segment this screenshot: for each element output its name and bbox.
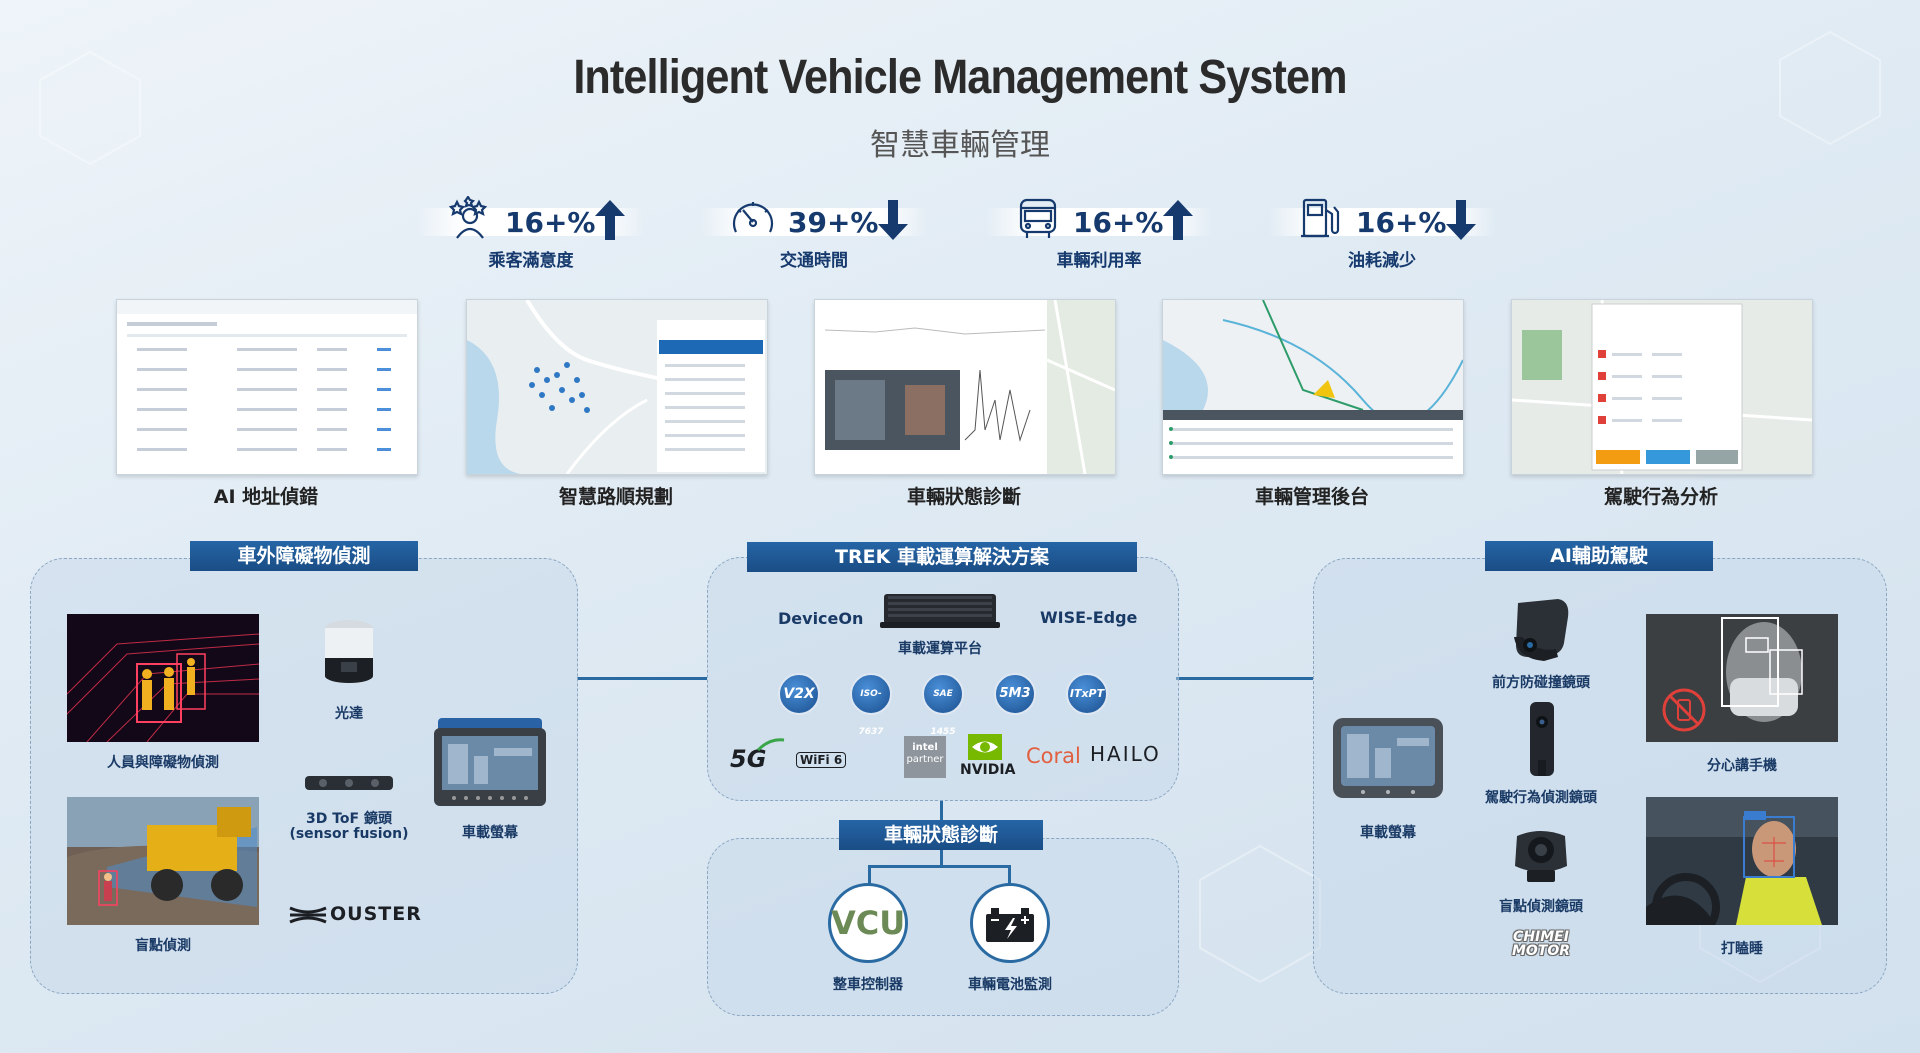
panel-title: AI輔助駕駛 xyxy=(1485,541,1713,571)
diag-tree-stem xyxy=(940,850,943,866)
badge-iso7637: ISO-7637 xyxy=(850,673,892,737)
stat-label: 車輛利用率 xyxy=(1056,251,1142,271)
blind-spot-image xyxy=(67,797,259,925)
wifi6-logo: WiFi 6 xyxy=(796,752,847,768)
badge-sae1455: SAE 1455 xyxy=(922,673,964,737)
vcu-text: VCU xyxy=(831,904,906,942)
badge-itxpt: ITxPT xyxy=(1066,673,1108,715)
label-battery: 車輛電池監測 xyxy=(968,977,1052,993)
coral-logo: Coral xyxy=(1026,744,1081,768)
front-camera-image xyxy=(1514,599,1569,661)
label-lidar: 光達 xyxy=(335,706,363,722)
intel-partner-logo: intel partner xyxy=(904,736,946,778)
page-title: Intelligent Vehicle Management System xyxy=(573,51,1347,104)
label-ai-monitor: 車載螢幕 xyxy=(1360,825,1416,841)
connector-right xyxy=(1176,677,1313,680)
vcu-icon: VCU xyxy=(828,883,908,963)
vehicle-monitor-image xyxy=(434,718,546,806)
compute-platform-image xyxy=(880,594,1000,628)
arrow-down-icon xyxy=(1446,200,1476,240)
badge-5m3: 5M3 xyxy=(994,673,1036,715)
label-phone-distraction: 分心講手機 xyxy=(1707,758,1777,774)
deviceon-logo: DeviceOn xyxy=(778,609,864,628)
label-blind-spot: 盲點偵測 xyxy=(135,938,191,954)
label-tof-camera-sub: (sensor fusion) xyxy=(289,826,409,842)
chimei-motor-logo: CHIMEI MOTOR xyxy=(1511,929,1571,959)
label-tof-camera: 3D ToF 鏡頭 xyxy=(306,811,392,827)
driver-camera-image xyxy=(1530,702,1554,776)
stat-travel-time: 39+% 交通時間 xyxy=(700,200,928,271)
arrow-up-icon xyxy=(1163,200,1193,240)
screenshot-label: AI 地址偵錯 xyxy=(213,486,319,508)
screenshot-vehicle-diagnosis xyxy=(814,299,1116,475)
diagnosis-thumbnail xyxy=(815,300,1115,474)
bus-icon xyxy=(1019,198,1057,238)
admin-thumbnail xyxy=(1163,300,1463,474)
stat-passenger-satisfaction: 16+% 乘客滿意度 xyxy=(417,196,645,271)
stat-value: 16+% xyxy=(1356,206,1447,239)
stat-fuel-reduction: 16+% 油耗減少 xyxy=(1268,198,1496,271)
passenger-satisfaction-icon xyxy=(448,196,488,239)
label-vcu: 整車控制器 xyxy=(833,977,903,993)
panel-title: TREK 車載運算解決方案 xyxy=(747,542,1137,572)
speedometer-icon xyxy=(732,202,774,233)
screenshot-label: 智慧路順規劃 xyxy=(558,486,673,508)
ai-monitor-image xyxy=(1333,718,1443,798)
connector-center-down xyxy=(940,800,943,830)
stat-value: 16+% xyxy=(1073,206,1164,239)
label-front-camera: 前方防碰撞鏡頭 xyxy=(1492,675,1590,691)
label-compute-platform: 車載運算平台 xyxy=(898,641,982,657)
nvidia-logo: NVIDIA xyxy=(960,762,1016,778)
stat-vehicle-utilization: 16+% 車輛利用率 xyxy=(985,198,1213,271)
page-subtitle: 智慧車輛管理 xyxy=(870,128,1050,163)
screenshot-label: 車輛管理後台 xyxy=(1254,486,1369,508)
stat-label: 交通時間 xyxy=(780,251,848,271)
arrow-down-icon xyxy=(878,200,908,240)
phone-distraction-image xyxy=(1646,614,1838,742)
panel-title: 車輛狀態診斷 xyxy=(839,820,1043,850)
battery-icon xyxy=(986,908,1034,942)
stat-label: 乘客滿意度 xyxy=(488,251,574,271)
map-thumbnail xyxy=(467,300,767,474)
panel-title: 車外障礙物偵測 xyxy=(190,541,418,571)
person-detection-image xyxy=(67,614,259,742)
5g-wave-icon xyxy=(756,738,785,752)
label-vehicle-monitor: 車載螢幕 xyxy=(462,825,518,841)
blind-spot-camera-image xyxy=(1515,831,1567,882)
arrow-up-icon xyxy=(595,200,625,240)
screenshot-address-debug xyxy=(116,299,418,475)
battery-icon-wrap xyxy=(970,883,1050,963)
partner-text: partner xyxy=(906,754,944,765)
tof-camera-image xyxy=(305,776,393,790)
screenshot-route-planning xyxy=(466,299,768,475)
hailo-logo: HAILO xyxy=(1090,742,1161,766)
label-person-detection: 人員與障礙物偵測 xyxy=(107,755,219,771)
nvidia-eye-icon xyxy=(968,734,1002,760)
stat-label: 油耗減少 xyxy=(1348,251,1416,271)
ouster-logo xyxy=(289,906,327,924)
label-driver-camera: 駕駛行為偵測鏡頭 xyxy=(1485,790,1597,806)
label-drowsiness: 打瞌睡 xyxy=(1721,941,1763,957)
screenshot-vehicle-admin xyxy=(1162,299,1464,475)
screenshot-label: 車輛狀態診斷 xyxy=(906,486,1021,508)
screenshot-driving-behavior xyxy=(1511,299,1813,475)
diag-tree-right xyxy=(1008,865,1011,885)
stat-value: 16+% xyxy=(505,206,596,239)
label-blind-spot-camera: 盲點偵測鏡頭 xyxy=(1499,899,1583,915)
table-thumbnail xyxy=(117,300,417,451)
fuel-pump-icon xyxy=(1301,198,1340,238)
wise-edge-logo: WISE-Edge xyxy=(1040,608,1138,627)
screenshot-label: 駕駛行為分析 xyxy=(1603,486,1718,508)
drowsiness-image xyxy=(1646,797,1838,925)
intel-text: intel xyxy=(912,742,938,753)
badge-v2x: V2X xyxy=(778,673,820,715)
connector-left xyxy=(577,677,707,680)
lidar-sensor-image xyxy=(325,620,373,683)
stat-value: 39+% xyxy=(788,206,879,239)
alert-thumbnail xyxy=(1512,300,1812,474)
diag-tree-bar xyxy=(868,865,1011,868)
diag-tree-left xyxy=(868,865,871,885)
ouster-text: OUSTER xyxy=(330,903,422,925)
